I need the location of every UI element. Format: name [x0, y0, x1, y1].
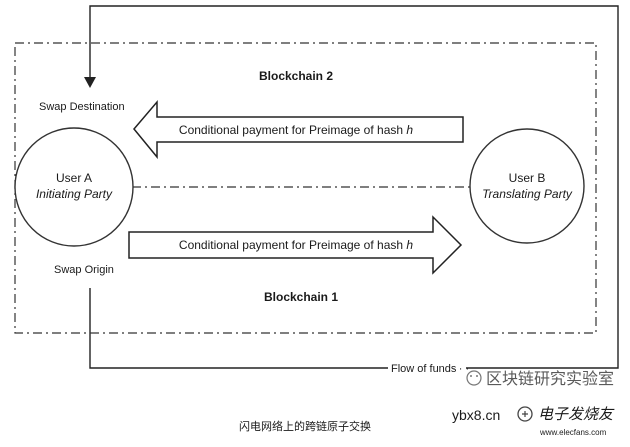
user-a-role: Initiating Party: [36, 187, 113, 201]
blockchain-1-label: Blockchain 1: [264, 290, 338, 304]
flow-arrowhead-icon: [84, 77, 96, 88]
bottom-payment-text: Conditional payment for Preimage of hash…: [179, 238, 413, 252]
bottom-hash-symbol: h: [406, 238, 413, 252]
bottom-payment-label: Conditional payment for Preimage of hash: [179, 238, 406, 252]
bottom-payment-arrow: [128, 215, 463, 275]
elecfans-cn-watermark: 电子发烧友: [538, 406, 615, 423]
swap-origin-label: Swap Origin: [54, 264, 114, 276]
user-b-role: Translating Party: [482, 187, 573, 201]
user-a-name: User A: [56, 171, 92, 185]
figure-caption: 闪电网络上的跨链原子交换: [239, 419, 371, 433]
wechat-icon: [466, 370, 482, 386]
wechat-watermark-text: 区块链研究实验室: [486, 370, 614, 388]
user-b-name: User B: [509, 171, 546, 185]
swap-destination-label: Swap Destination: [39, 101, 125, 113]
top-hash-symbol: h: [406, 123, 413, 137]
top-payment-arrow: [133, 99, 464, 160]
flow-of-funds-label: Flow of funds: [391, 363, 457, 375]
flow-of-funds-line: [89, 5, 619, 369]
user-a-circle: [14, 127, 134, 247]
wechat-watermark: 区块链研究实验室: [466, 370, 614, 388]
blockchain-2-label: Blockchain 2: [259, 69, 333, 83]
flow-dots: · · ·: [452, 363, 469, 375]
user-b-circle: [469, 128, 585, 244]
elecfans-logo-icon: [517, 406, 533, 422]
top-payment-label: Conditional payment for Preimage of hash: [179, 123, 406, 137]
elecfans-url-watermark: www.elecfans.com: [539, 428, 607, 437]
site-watermark: ybx8.cn: [452, 407, 500, 423]
top-payment-text: Conditional payment for Preimage of hash…: [179, 123, 413, 137]
